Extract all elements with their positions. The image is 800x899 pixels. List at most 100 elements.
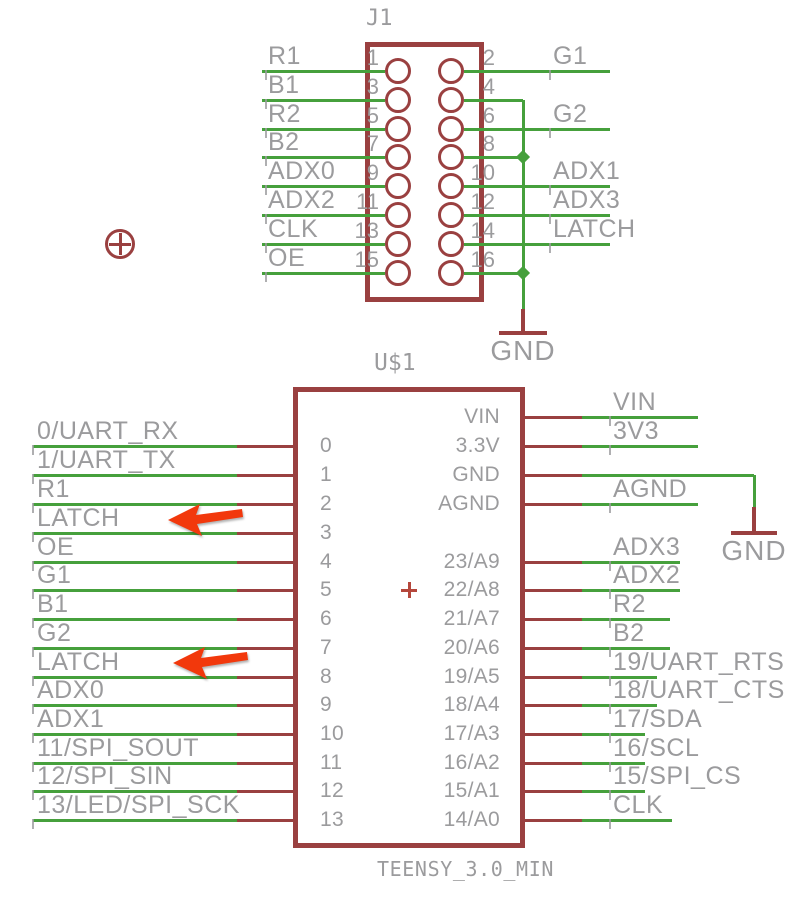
- j1-left-label-tick: [265, 156, 267, 166]
- u1-left-net-wire: [33, 790, 237, 793]
- j1-right-net-wire: [464, 214, 610, 217]
- u1-left-label-tick: [32, 676, 34, 686]
- annotation-arrow-latch-pin3: [168, 504, 243, 536]
- u1-right-label-tick: [609, 561, 611, 571]
- j1-left-net-wire: [262, 70, 385, 73]
- junction-dot: [515, 265, 531, 281]
- j1-right-pin-number: 2: [482, 45, 495, 70]
- j1-pin-circle: [438, 116, 464, 142]
- u1-left-net-label: B1: [37, 590, 69, 618]
- j1-right-pin-number: 8: [482, 131, 495, 156]
- u1-left-label-tick: [32, 589, 34, 599]
- j1-left-label-tick: [265, 272, 267, 282]
- u1-left-pin-name: 12: [320, 779, 344, 802]
- u1-left-net-wire: [33, 445, 237, 448]
- u1-right-label-tick: [609, 790, 611, 800]
- j1-pin-circle: [438, 260, 464, 286]
- u1-right-pin-stub: [525, 503, 582, 506]
- j1-pin-circle: [385, 173, 411, 199]
- u1-right-net-wire: [582, 819, 672, 822]
- u1-left-net-wire: [33, 647, 237, 650]
- u1-right-net-wire: [582, 589, 680, 592]
- u1-left-label-tick: [32, 561, 34, 571]
- u1-gnd-symbol-bar: [731, 531, 777, 535]
- j1-right-net-wire: [464, 243, 610, 246]
- u1-right-label-tick: [609, 676, 611, 686]
- j1-left-pin-number: 3: [366, 74, 379, 99]
- u1-left-net-wire: [33, 618, 237, 621]
- j1-pin-circle: [385, 202, 411, 228]
- j1-pin-circle: [385, 260, 411, 286]
- origin-cross-v: [119, 233, 122, 255]
- u1-left-net-wire: [33, 762, 237, 765]
- u1-left-net-wire: [33, 819, 237, 822]
- j1-right-net-label: G1: [553, 42, 588, 70]
- u1-left-pin-name: 4: [320, 550, 332, 573]
- u1-right-label-tick: [609, 704, 611, 714]
- u1-left-pin-stub: [237, 561, 293, 564]
- u1-right-net-wire: [582, 445, 698, 448]
- u1-right-pin-name: 18/A4: [443, 693, 500, 716]
- u1-body: [293, 387, 525, 848]
- j1-left-net-wire: [262, 214, 385, 217]
- j1-left-pin-number: 7: [366, 131, 379, 156]
- u1-left-net-label: ADX0: [37, 676, 105, 704]
- j1-left-pin-number: 11: [356, 189, 379, 214]
- j1-right-label-tick: [549, 185, 551, 195]
- u1-right-net-wire: [582, 618, 670, 621]
- u1-left-pin-stub: [237, 589, 293, 592]
- j1-pin-circle: [385, 87, 411, 113]
- u1-left-pin-name: 1: [320, 463, 332, 486]
- u1-right-pin-name: 21/A7: [443, 607, 500, 630]
- u1-right-net-label: 17/SDA: [613, 705, 703, 733]
- j1-pin-circle: [438, 202, 464, 228]
- j1-right-net-wire: [464, 185, 610, 188]
- u1-right-label-tick: [609, 647, 611, 657]
- j1-body: [365, 42, 484, 302]
- j1-right-gnd-stub-wire: [464, 272, 523, 275]
- j1-right-label-tick: [549, 128, 551, 138]
- u1-left-pin-name: 6: [320, 607, 332, 630]
- u1-right-net-wire: [582, 704, 657, 707]
- u1-right-pin-name: VIN: [464, 405, 500, 428]
- j1-right-net-wire: [464, 128, 610, 131]
- u1-left-net-label: LATCH: [37, 504, 120, 532]
- j1-left-net-label: OE: [268, 244, 306, 272]
- u1-left-label-tick: [32, 474, 34, 484]
- u1-left-pin-stub: [237, 474, 293, 477]
- j1-left-label-tick: [265, 214, 267, 224]
- j1-pin-circle: [385, 231, 411, 257]
- u1-right-net-label: ADX2: [613, 561, 681, 589]
- j1-right-net-wire: [464, 70, 610, 73]
- u1-left-net-wire: [33, 503, 237, 506]
- u1-right-pin-stub: [525, 790, 582, 793]
- u1-left-pin-name: 5: [320, 578, 332, 601]
- u1-right-net-wire: [582, 561, 680, 564]
- u1-right-net-wire: [582, 762, 645, 765]
- u1-left-label-tick: [32, 762, 34, 772]
- u1-right-pin-stub: [525, 819, 582, 822]
- u1-right-pin-stub: [525, 416, 582, 419]
- u1-left-net-label: G2: [37, 619, 72, 647]
- u1-right-pin-name: AGND: [438, 492, 500, 515]
- u1-left-net-wire: [33, 589, 237, 592]
- j1-left-net-label: R1: [268, 42, 301, 70]
- u1-left-pin-stub: [237, 445, 293, 448]
- j1-left-net-wire: [262, 185, 385, 188]
- u1-left-label-tick: [32, 503, 34, 513]
- u1-left-label-tick: [32, 445, 34, 455]
- u1-right-label-tick: [609, 762, 611, 772]
- u1-left-net-label: R1: [37, 475, 70, 503]
- u1-right-pin-stub: [525, 733, 582, 736]
- j1-right-gnd-stub-wire: [464, 99, 523, 102]
- j1-pin-circle: [385, 116, 411, 142]
- u1-designator: U$1: [374, 350, 416, 376]
- j1-left-net-wire: [262, 128, 385, 131]
- j1-left-net-label: B1: [268, 71, 300, 99]
- j1-right-label-tick: [549, 214, 551, 224]
- u1-right-pin-stub: [525, 762, 582, 765]
- j1-left-net-wire: [262, 156, 385, 159]
- j1-right-pin-number: 12: [470, 189, 495, 214]
- u1-right-label-tick: [609, 589, 611, 599]
